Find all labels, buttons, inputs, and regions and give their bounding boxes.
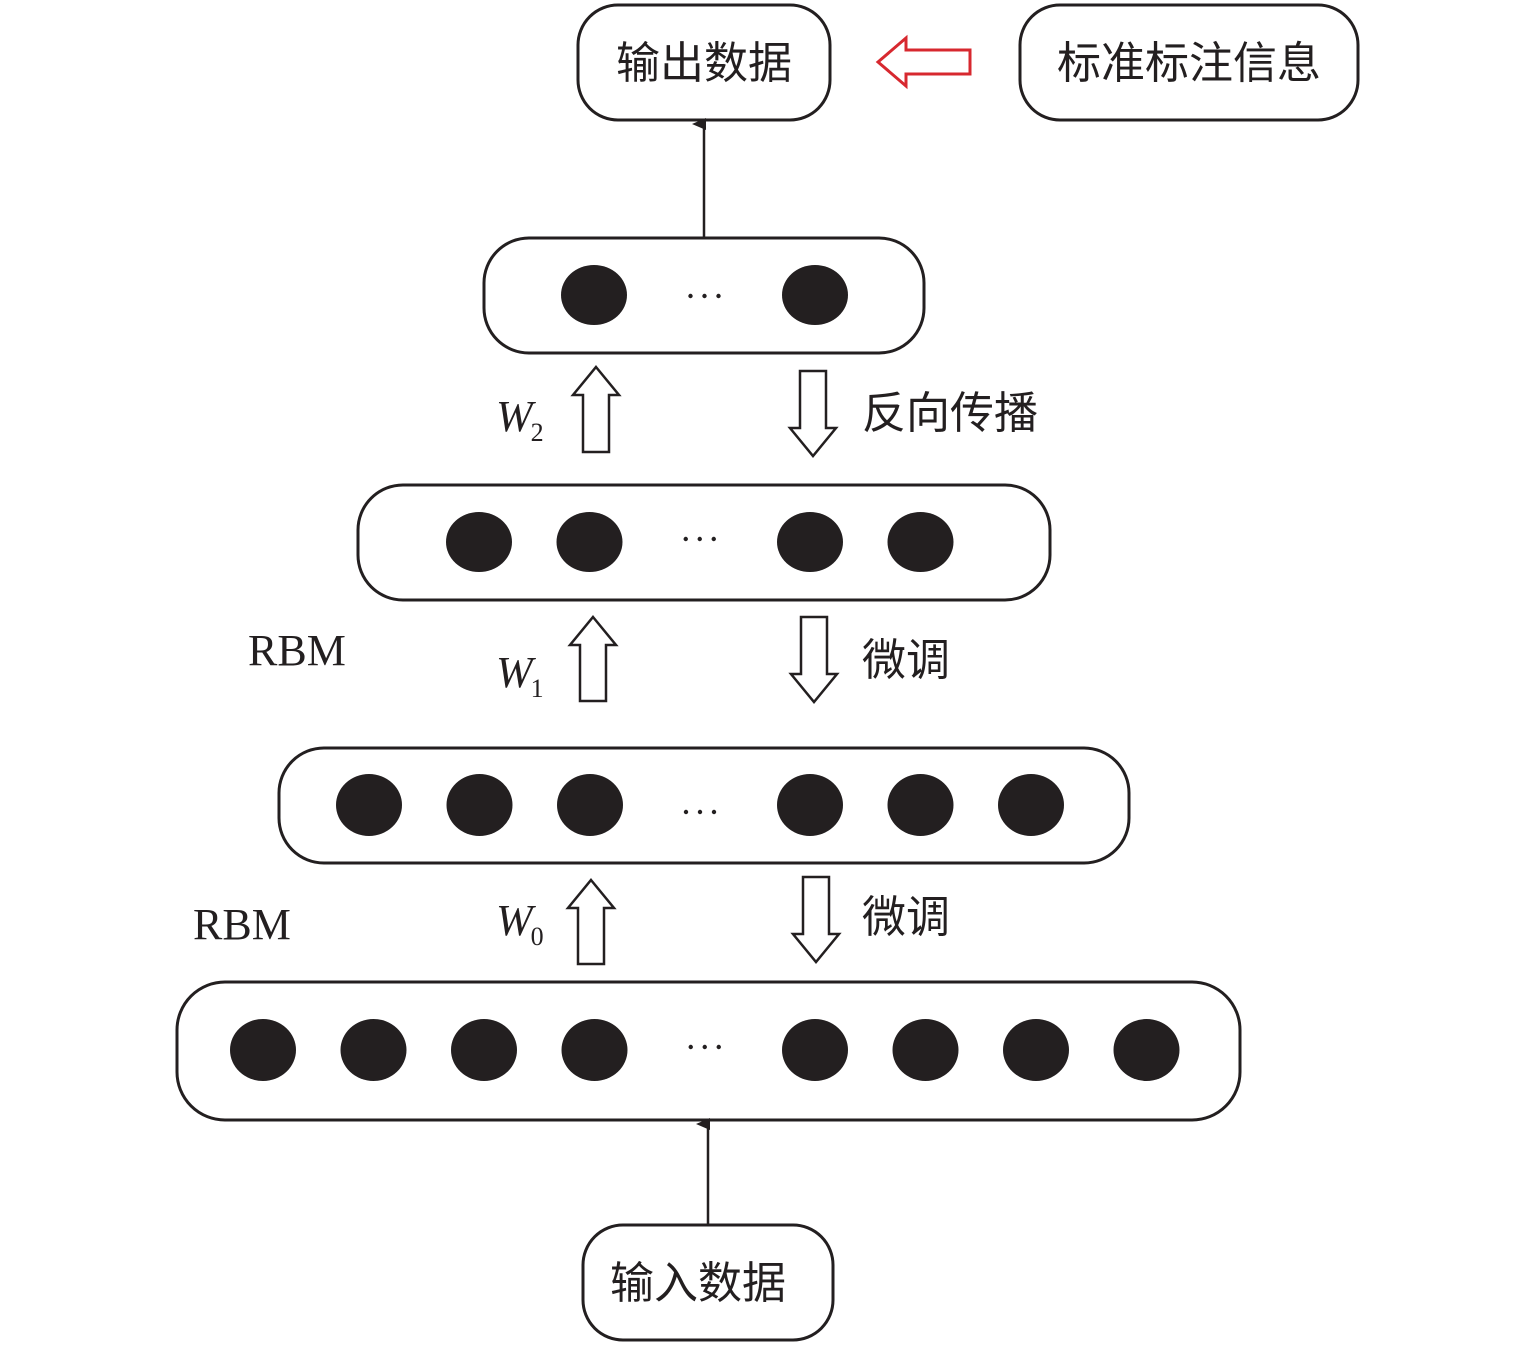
ellipsis-dot [702,293,707,299]
hidden-layer-2-node [556,512,623,572]
input-layer-node [561,1019,628,1081]
weight-label-w1: W1 [496,648,544,703]
ellipsis-dot [688,293,693,299]
input-layer-node [1003,1019,1069,1081]
hidden-layer-1-node [887,774,954,836]
ellipsis-dot [702,1044,707,1050]
supervision-arrow-icon [875,34,972,90]
hidden-layer-2-node [446,512,512,572]
hidden-layer-1-node [446,774,513,836]
input-layer-node [230,1019,296,1081]
input-layer-node [340,1019,407,1081]
down-arrow-backprop-icon [787,369,839,458]
input-layer-node [892,1019,959,1081]
hidden-layer-2-node [887,512,954,572]
rbm-label-0: RBM [193,900,291,949]
standard-label-box: 标准标注信息 [1018,3,1360,122]
input-data-box: 输入数据 [581,1223,835,1342]
weight-label-w2: W2 [496,392,544,447]
neuron-nodes [230,265,1180,1081]
standard-label-text: 标准标注信息 [1057,38,1321,89]
down-arrow-finetune-1-icon [788,615,840,704]
hidden-layer-2-ellipsis [683,536,716,542]
weight-label-w0: W0 [496,896,544,951]
hidden-layer-1-node [336,774,402,836]
up-arrow-w1-icon [567,615,619,703]
output-data-box: 输出数据 [576,3,832,122]
top-layer-node [561,265,627,325]
up-arrow-w2-icon [570,365,622,454]
hidden-layer-1-node [998,774,1064,836]
hidden-layer-1-ellipsis [683,809,717,815]
hidden-layer-1-node [777,774,843,836]
rbm-label-1: RBM [248,626,346,675]
hidden-layer-2-box [356,483,1052,602]
backprop-label: 反向传播 [862,388,1038,439]
ellipsis-dot [697,536,702,542]
input-data-label: 输入数据 [610,1258,786,1309]
input-layer-node [782,1019,848,1081]
top-layer-node [782,265,848,325]
ellipsis-dot [711,809,717,815]
ellipsis-dot [716,1044,721,1050]
ellipsis-dot [683,536,688,542]
ellipsis-dot [683,809,689,815]
output-data-label: 输出数据 [616,38,792,89]
input-layer-ellipsis [688,1044,721,1050]
ellipsis-dot [716,293,721,299]
ellipsis-dot [697,809,703,815]
hidden-layer-1-node [557,774,623,836]
finetune-label-1: 微调 [862,635,950,686]
top-layer-ellipsis [688,293,721,299]
ellipsis-dot [711,536,716,542]
input-layer-node [1113,1019,1180,1081]
finetune-label-0: 微调 [862,892,950,943]
up-arrow-w0-icon [565,878,617,966]
input-layer-node [451,1019,517,1081]
down-arrow-finetune-0-icon [790,875,842,964]
input-layer-box [175,980,1242,1122]
hidden-layer-2-node [777,512,843,572]
ellipsis-dot [688,1044,693,1050]
